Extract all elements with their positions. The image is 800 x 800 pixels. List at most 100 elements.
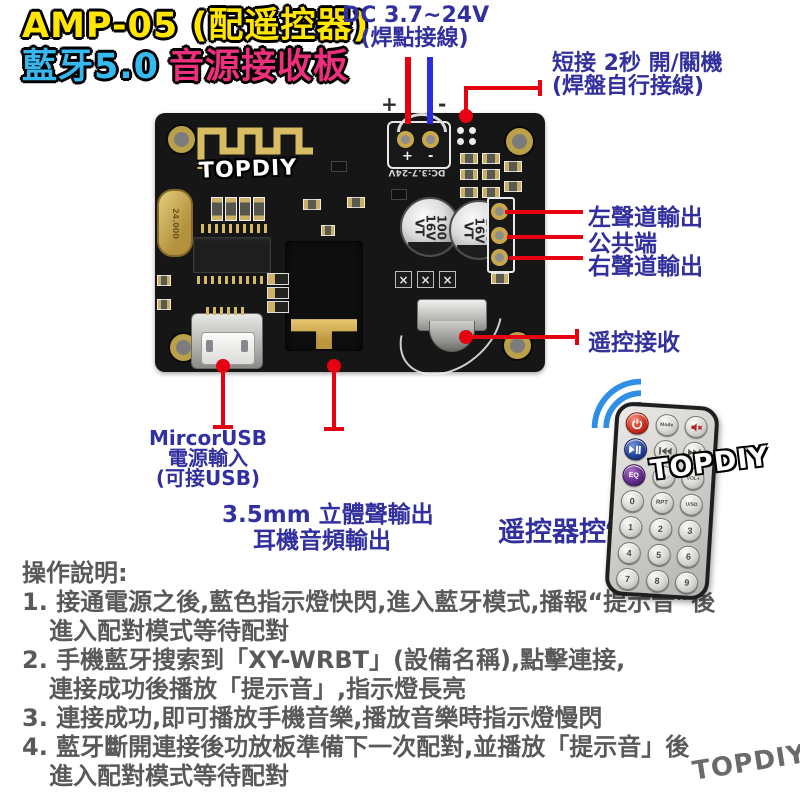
next-track-button xyxy=(682,441,707,465)
plus-sign: + xyxy=(381,92,398,116)
usb-power-label: MircorUSB 電源輸入 (可接USB) xyxy=(149,426,267,490)
title-bluetooth: 藍牙5.0 xyxy=(22,47,160,87)
smd-resistor xyxy=(211,197,223,221)
mount-hole xyxy=(504,332,531,359)
ir-receive-label: 遥控接收 xyxy=(588,330,680,356)
smd-component xyxy=(504,181,522,192)
digit-6-button: 6 xyxy=(676,545,701,569)
left-channel-pad xyxy=(491,203,508,220)
eq-button: EQ xyxy=(621,463,646,487)
mount-hole xyxy=(168,126,195,153)
instruction-line: 1. 接通電源之後,藍色指示燈快閃,進入藍牙模式,播報“提示音”後 xyxy=(22,588,716,616)
ic-pin-row xyxy=(197,276,263,284)
micro-usb-port xyxy=(191,307,263,369)
smd-component xyxy=(460,153,478,164)
smd-component xyxy=(460,169,478,180)
mount-hole xyxy=(506,128,533,155)
terminal-pad-minus xyxy=(422,131,439,148)
instruction-line: 3. 連接成功,即可播放手機音樂,播放音樂時指示燈慢閃 xyxy=(22,704,603,732)
smd-component xyxy=(157,299,171,310)
minus-sign: - xyxy=(438,92,447,116)
power-key-label: 短接 2秒 開/關機 (焊盤自行接線) xyxy=(552,51,723,99)
title-board: 音源接收板 xyxy=(169,47,350,87)
jack-gold-contact xyxy=(291,319,357,349)
usb-pins xyxy=(206,307,248,315)
pcb-board: TOPDIY 24.000 + - xyxy=(155,113,545,395)
power-key-pads xyxy=(457,127,479,147)
sot23-transistor xyxy=(391,189,407,200)
usb-slot xyxy=(241,340,248,352)
remote-control: Mode xyxy=(604,401,720,601)
bluetooth-ic xyxy=(193,237,271,273)
digit-3-button: 3 xyxy=(677,519,703,543)
prev-track-button xyxy=(652,439,678,463)
pcb-watermark: TOPDIY xyxy=(198,155,298,184)
instructions: 操作說明: 1. 接通電源之後,藍色指示燈快閃,進入藍牙模式,播報“提示音”後 … xyxy=(22,559,788,791)
solder-pad: × xyxy=(395,271,412,288)
smd-component xyxy=(347,197,365,208)
play-pause-button xyxy=(623,437,648,461)
dc-power-label: DC 3.7~24V (焊點接線) xyxy=(342,3,490,51)
prev-track-icon xyxy=(658,446,672,456)
smd-component xyxy=(482,153,500,164)
digit-7-button: 7 xyxy=(615,567,640,591)
usb-slot xyxy=(206,340,213,352)
rpt-button: RPT xyxy=(649,491,675,515)
smd-resistor xyxy=(253,197,265,221)
digit-5-button: 5 xyxy=(646,543,671,567)
ir-receiver xyxy=(380,259,522,395)
ic-pin-row xyxy=(201,224,267,233)
instruction-line: 連接成功後播放「提示音」,指示燈長亮 xyxy=(49,675,467,703)
instructions-heading: 操作說明: xyxy=(22,559,128,587)
smd-component xyxy=(303,199,321,210)
smd-component xyxy=(504,161,522,172)
smd-resistor xyxy=(225,197,237,221)
audio-jack-label: 3.5mm 立體聲輸出 耳機音頻輸出 xyxy=(222,502,434,554)
smd-component xyxy=(321,225,335,236)
left-channel-label: 左聲道輸出 xyxy=(588,205,703,231)
instruction-line: 進入配對模式等待配對 xyxy=(49,617,289,645)
terminal-plus-sign: + xyxy=(402,149,413,164)
mode-button: Mode xyxy=(654,413,679,437)
terminal-pad-plus xyxy=(397,131,414,148)
remote-buttons: Mode xyxy=(608,405,715,601)
pcb-dc-print: DC:3.7-24V xyxy=(388,167,446,177)
right-channel-pad xyxy=(491,249,508,266)
three-pin-header xyxy=(267,273,289,315)
digit-2-button: 2 xyxy=(648,517,673,541)
next-track-icon xyxy=(688,448,701,457)
power-terminal: + - xyxy=(387,113,451,169)
power-icon xyxy=(631,418,642,429)
instruction-line: 進入配對模式等待配對 xyxy=(49,762,289,790)
digit-0-button: 0 xyxy=(620,489,645,513)
smd-component xyxy=(157,275,171,286)
common-label: 公共端 xyxy=(588,231,657,257)
terminal-arc xyxy=(397,113,447,132)
mute-button xyxy=(684,415,709,439)
right-channel-label: 右聲道輸出 xyxy=(588,254,703,280)
audio-jack-3-5mm xyxy=(285,241,363,351)
digit-4-button: 4 xyxy=(616,541,642,565)
terminal-minus-sign: - xyxy=(428,149,434,164)
sot23-transistor xyxy=(331,161,347,172)
usd-button: U/SD xyxy=(679,493,704,517)
digit-9-button: 9 xyxy=(674,570,699,595)
smd-component xyxy=(460,187,478,198)
title-line1: AMP-05 (配遥控器) xyxy=(22,6,370,46)
crystal-label: 24.000 xyxy=(170,207,180,239)
audio-output-pads xyxy=(487,197,515,273)
smd-resistor xyxy=(239,197,251,221)
power-button xyxy=(624,411,650,436)
smd-component xyxy=(491,273,509,284)
instruction-line: 4. 藍牙斷開連接後功放板準備下一次配對,並播放「提示音」後 xyxy=(22,733,690,761)
play-pause-icon xyxy=(629,444,642,454)
capacitor-stripe xyxy=(408,242,452,255)
digit-1-button: 1 xyxy=(618,515,643,539)
pcb-antenna xyxy=(197,127,313,169)
solder-pad: × xyxy=(417,271,434,288)
smd-component xyxy=(482,169,500,180)
